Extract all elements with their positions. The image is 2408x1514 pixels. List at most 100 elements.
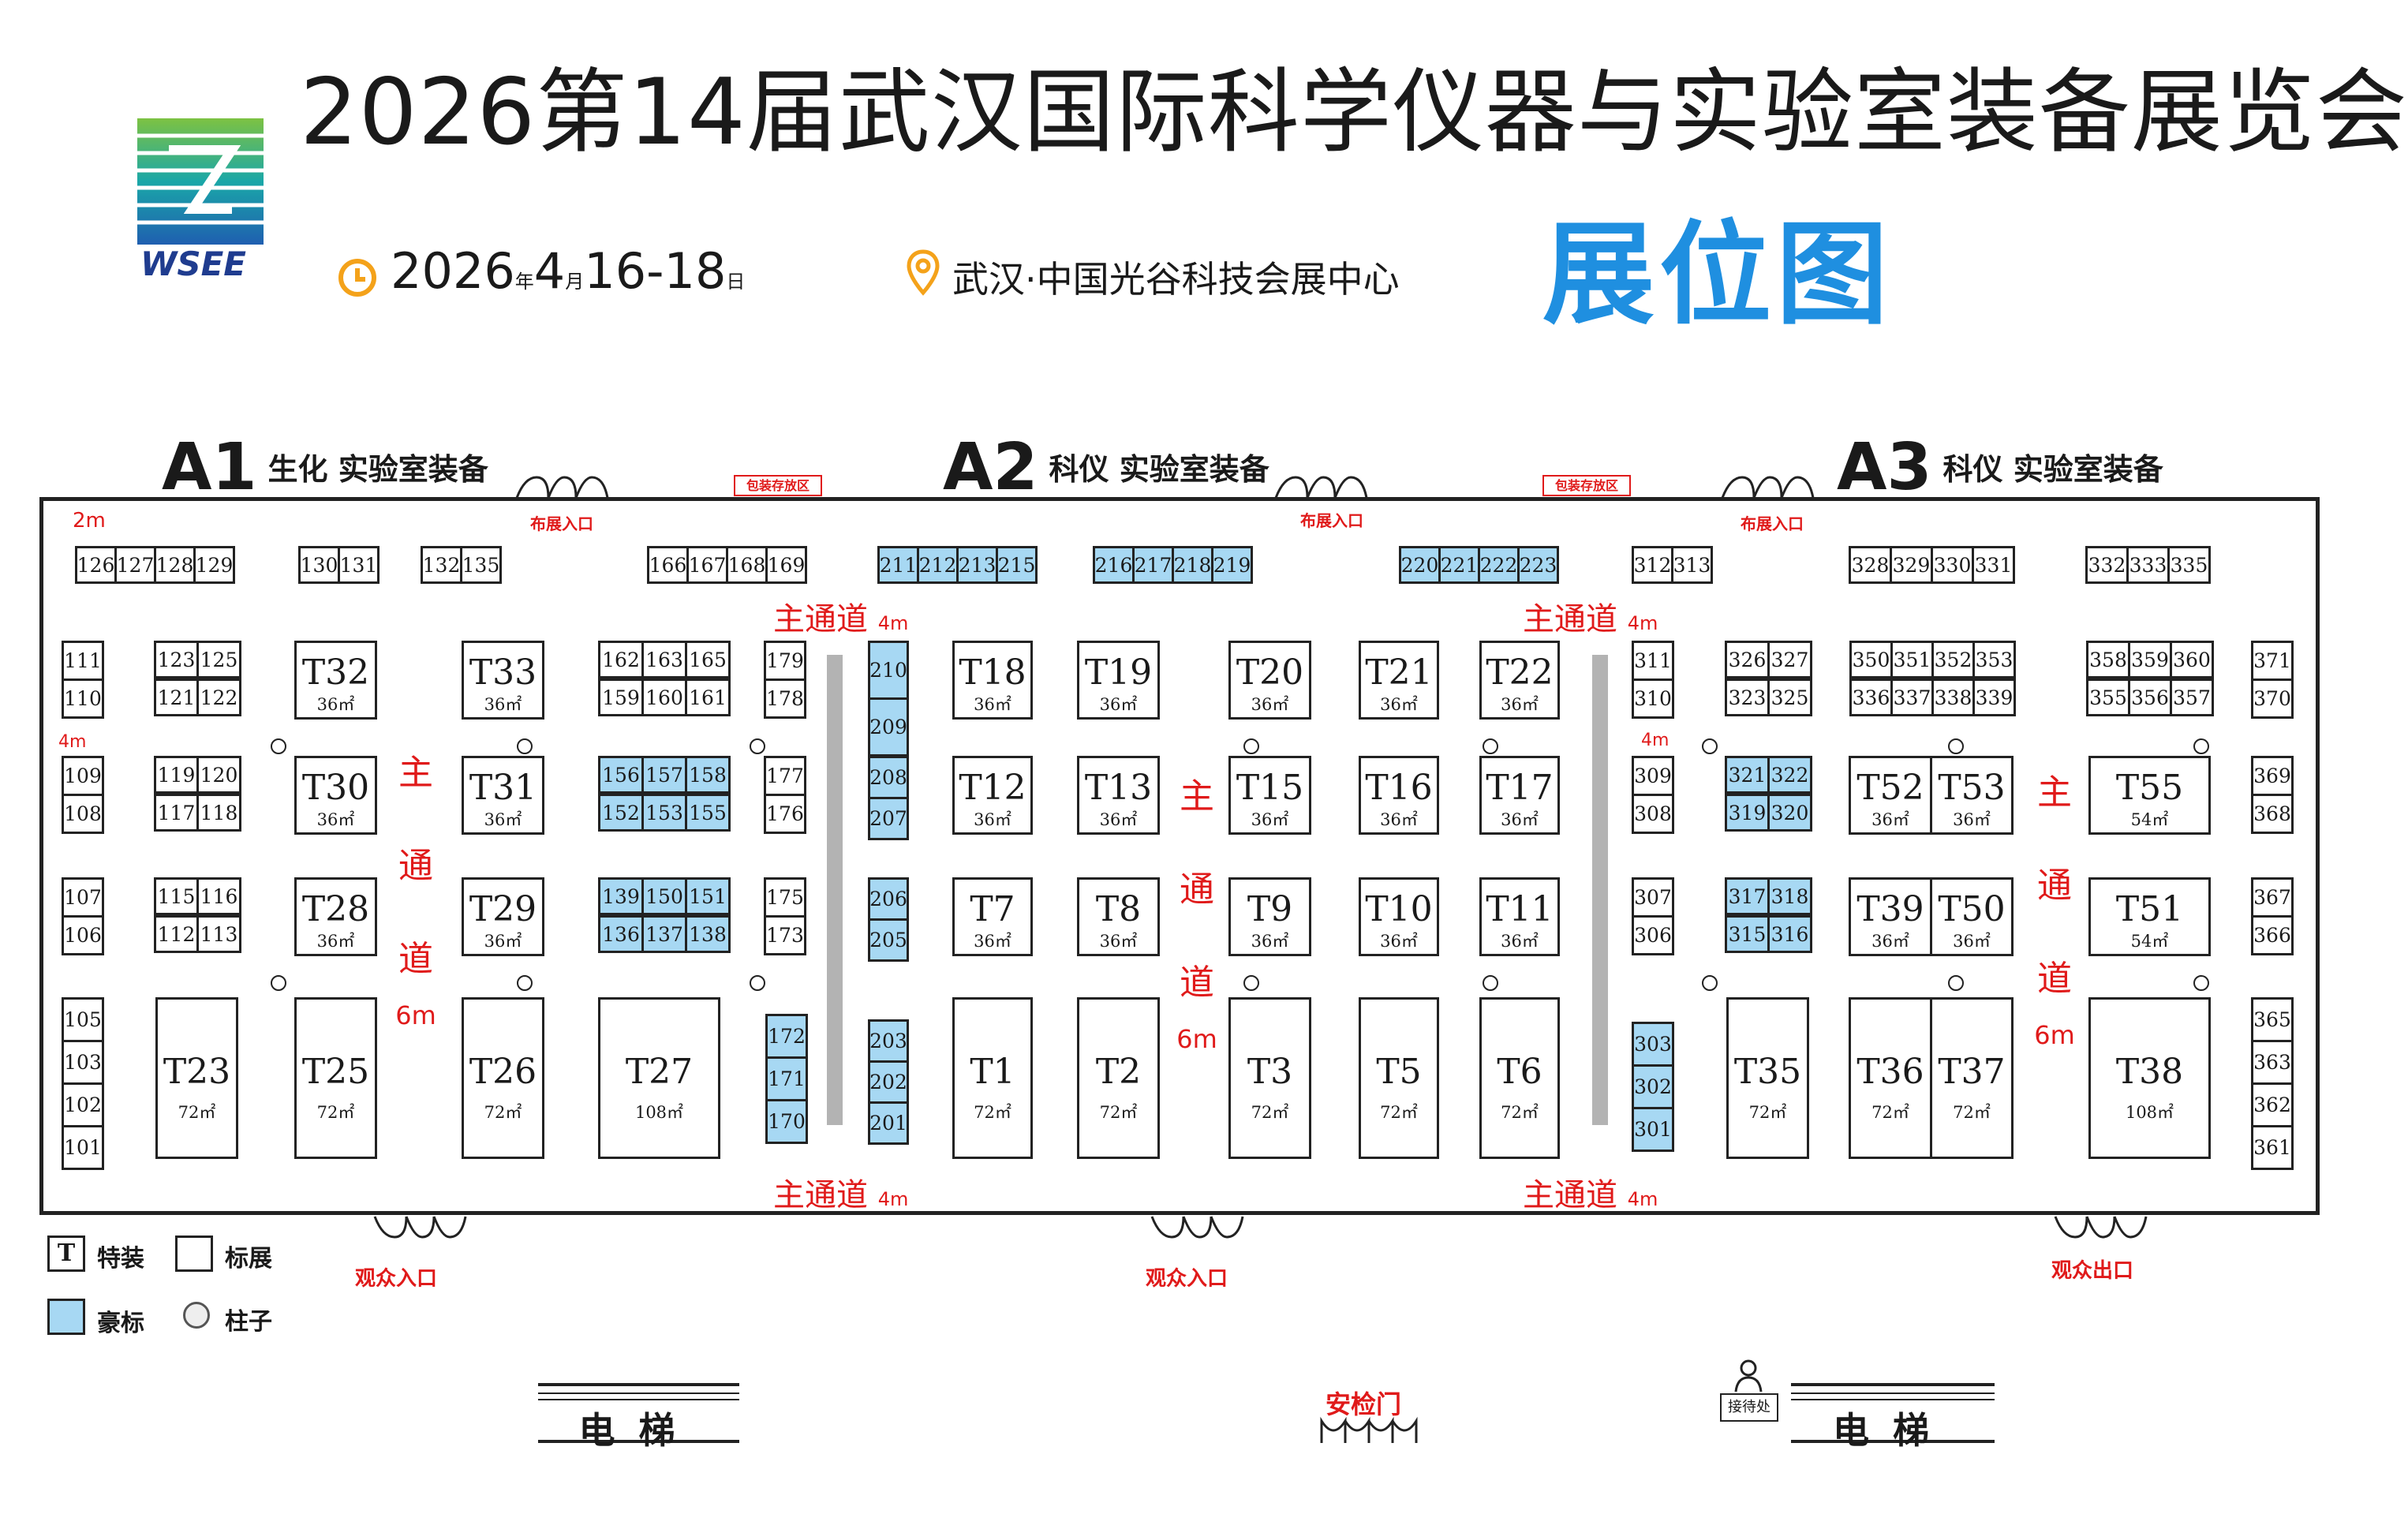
standard-booth[interactable]: 370 bbox=[2251, 678, 2294, 719]
standard-booth[interactable]: 369 bbox=[2251, 756, 2294, 796]
premium-booth[interactable]: 302 bbox=[1632, 1064, 1674, 1109]
standard-booth[interactable]: 308 bbox=[1632, 794, 1674, 834]
premium-booth[interactable]: 221 bbox=[1438, 546, 1480, 584]
premium-booth[interactable]: 201 bbox=[868, 1101, 909, 1145]
premium-booth[interactable]: 316 bbox=[1767, 915, 1812, 953]
standard-booth[interactable]: 367 bbox=[2251, 877, 2294, 918]
standard-booth[interactable]: 350 bbox=[1849, 641, 1893, 678]
premium-booth[interactable]: 220 bbox=[1399, 546, 1441, 584]
standard-booth[interactable]: 362 bbox=[2251, 1082, 2294, 1127]
standard-booth[interactable]: 129 bbox=[193, 546, 235, 584]
standard-booth[interactable]: 333 bbox=[2126, 546, 2170, 584]
standard-booth[interactable]: 330 bbox=[1931, 546, 1974, 584]
standard-booth[interactable]: 368 bbox=[2251, 794, 2294, 834]
standard-booth[interactable]: 371 bbox=[2251, 641, 2294, 681]
premium-booth[interactable]: 222 bbox=[1478, 546, 1520, 584]
premium-booth[interactable]: 315 bbox=[1725, 915, 1770, 953]
premium-booth[interactable]: 218 bbox=[1172, 546, 1213, 584]
standard-booth[interactable]: 112 bbox=[154, 915, 199, 953]
standard-booth[interactable]: 176 bbox=[764, 794, 806, 834]
premium-booth[interactable]: 138 bbox=[685, 915, 731, 953]
standard-booth[interactable]: 107 bbox=[62, 877, 104, 918]
standard-booth[interactable]: 131 bbox=[338, 546, 380, 584]
standard-booth[interactable]: 306 bbox=[1632, 915, 1674, 955]
premium-booth[interactable]: 136 bbox=[598, 915, 644, 953]
standard-booth[interactable]: 122 bbox=[196, 678, 241, 716]
standard-booth[interactable]: 310 bbox=[1632, 678, 1674, 719]
standard-booth[interactable]: 352 bbox=[1931, 641, 1975, 678]
standard-booth[interactable]: 323 bbox=[1725, 678, 1770, 716]
premium-booth[interactable]: 158 bbox=[685, 756, 731, 794]
standard-booth[interactable]: 179 bbox=[764, 641, 806, 681]
premium-booth[interactable]: 210 bbox=[868, 641, 909, 700]
standard-booth[interactable]: 167 bbox=[686, 546, 728, 584]
premium-booth[interactable]: 137 bbox=[641, 915, 687, 953]
premium-booth[interactable]: 171 bbox=[765, 1056, 808, 1101]
standard-booth[interactable]: 116 bbox=[196, 877, 241, 915]
standard-booth[interactable]: 366 bbox=[2251, 915, 2294, 955]
premium-booth[interactable]: 212 bbox=[917, 546, 959, 584]
premium-booth[interactable]: 321 bbox=[1725, 756, 1770, 794]
standard-booth[interactable]: 160 bbox=[641, 678, 687, 716]
premium-booth[interactable]: 211 bbox=[877, 546, 919, 584]
standard-booth[interactable]: 159 bbox=[598, 678, 644, 716]
standard-booth[interactable]: 127 bbox=[114, 546, 156, 584]
standard-booth[interactable]: 332 bbox=[2085, 546, 2129, 584]
premium-booth[interactable]: 153 bbox=[641, 794, 687, 832]
standard-booth[interactable]: 166 bbox=[647, 546, 689, 584]
premium-booth[interactable]: 157 bbox=[641, 756, 687, 794]
standard-booth[interactable]: 326 bbox=[1725, 641, 1770, 678]
standard-booth[interactable]: 338 bbox=[1931, 678, 1975, 716]
premium-booth[interactable]: 215 bbox=[996, 546, 1038, 584]
standard-booth[interactable]: 117 bbox=[154, 794, 199, 832]
premium-booth[interactable]: 216 bbox=[1093, 546, 1135, 584]
standard-booth[interactable]: 119 bbox=[154, 756, 199, 794]
premium-booth[interactable]: 203 bbox=[868, 1019, 909, 1063]
standard-booth[interactable]: 307 bbox=[1632, 877, 1674, 918]
premium-booth[interactable]: 155 bbox=[685, 794, 731, 832]
premium-booth[interactable]: 219 bbox=[1211, 546, 1253, 584]
standard-booth[interactable]: 175 bbox=[764, 877, 806, 918]
standard-booth[interactable]: 169 bbox=[765, 546, 807, 584]
standard-booth[interactable]: 356 bbox=[2128, 678, 2172, 716]
standard-booth[interactable]: 311 bbox=[1632, 641, 1674, 681]
standard-booth[interactable]: 329 bbox=[1890, 546, 1933, 584]
standard-booth[interactable]: 331 bbox=[1972, 546, 2015, 584]
standard-booth[interactable]: 339 bbox=[1972, 678, 2016, 716]
standard-booth[interactable]: 101 bbox=[62, 1125, 104, 1170]
premium-booth[interactable]: 170 bbox=[765, 1099, 808, 1144]
standard-booth[interactable]: 102 bbox=[62, 1082, 104, 1127]
standard-booth[interactable]: 361 bbox=[2251, 1125, 2294, 1170]
premium-booth[interactable]: 318 bbox=[1767, 877, 1812, 915]
standard-booth[interactable]: 359 bbox=[2128, 641, 2172, 678]
standard-booth[interactable]: 173 bbox=[764, 915, 806, 955]
standard-booth[interactable]: 355 bbox=[2086, 678, 2130, 716]
standard-booth[interactable]: 111 bbox=[62, 641, 104, 681]
standard-booth[interactable]: 328 bbox=[1849, 546, 1892, 584]
premium-booth[interactable]: 217 bbox=[1132, 546, 1174, 584]
